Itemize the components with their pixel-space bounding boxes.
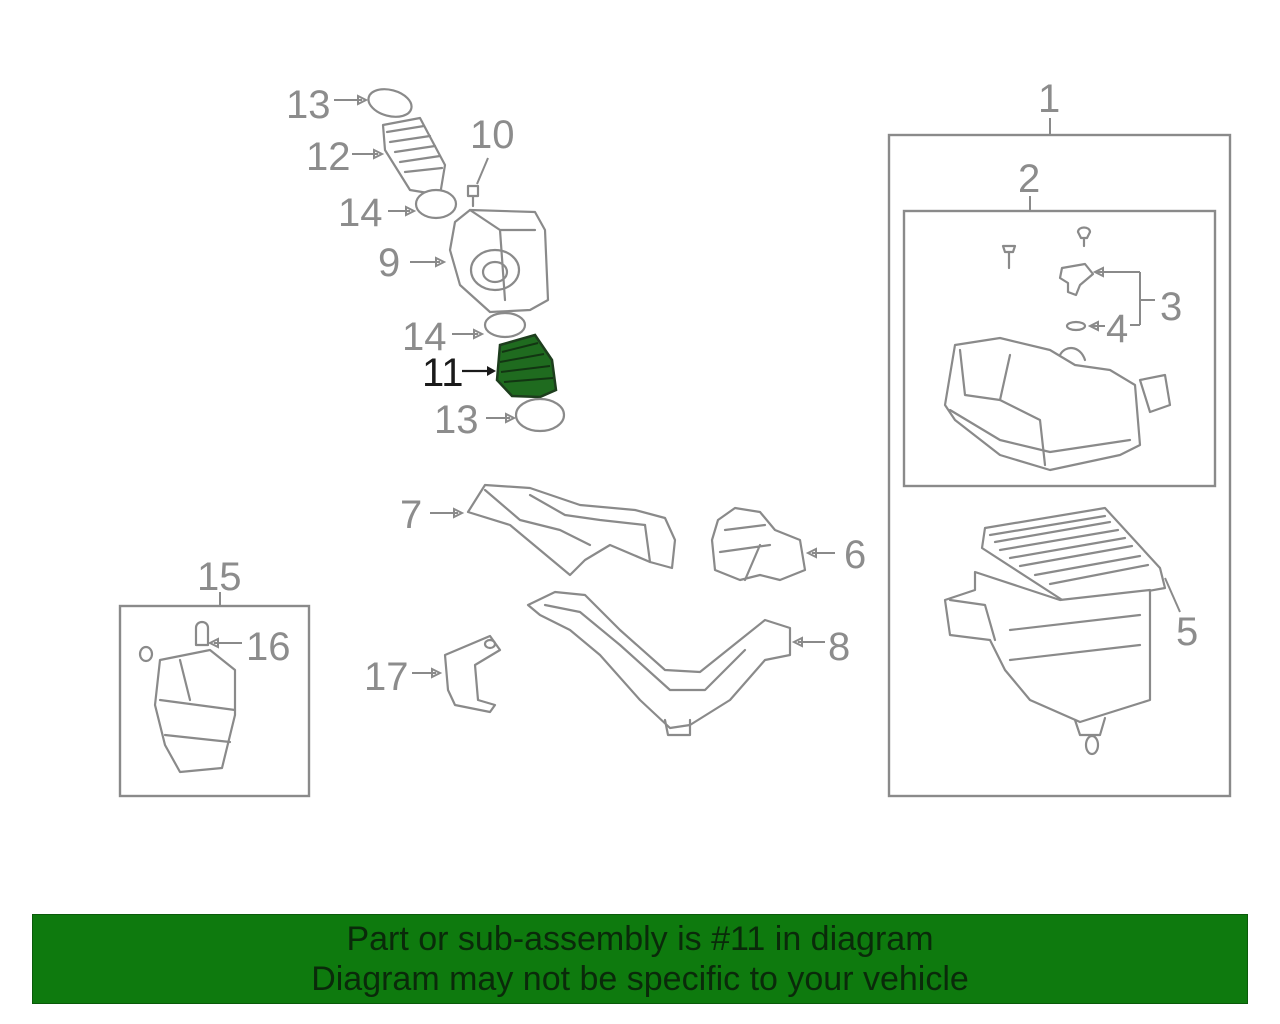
hose-clamp-14-top	[414, 188, 458, 220]
assembly-box-2	[902, 209, 1217, 488]
label-10: 10	[470, 113, 515, 157]
banner-line-1: Part or sub-assembly is #11 in diagram	[346, 920, 934, 958]
label-4: 4	[1106, 307, 1128, 351]
label-7: 7	[400, 493, 422, 537]
label-13-top: 13	[286, 83, 331, 127]
lower-duct-8	[526, 590, 792, 737]
label-17: 17	[364, 655, 409, 699]
label-16: 16	[246, 625, 291, 669]
label-5: 5	[1176, 610, 1198, 654]
bolt-part-10	[466, 184, 480, 208]
label-1: 1	[1038, 77, 1060, 121]
intake-hose-12	[381, 116, 447, 197]
highlighted-hose-11	[495, 333, 558, 399]
resonator-tank-15	[138, 645, 237, 774]
clip-part-16	[194, 620, 210, 647]
bracket-17	[443, 634, 502, 714]
label-9: 9	[378, 241, 400, 285]
hose-clamp-13-bottom	[514, 397, 566, 433]
label-8: 8	[828, 625, 850, 669]
label-3: 3	[1160, 285, 1182, 329]
label-14-top: 14	[338, 191, 383, 235]
assembly-box-15	[118, 604, 311, 798]
screw-parts	[1001, 226, 1092, 270]
label-13-bottom: 13	[434, 398, 479, 442]
hose-clamp-14-bottom	[483, 311, 527, 339]
assembly-box-1	[887, 133, 1232, 798]
valve-body-6	[710, 506, 807, 582]
label-12: 12	[306, 135, 351, 179]
air-cleaner-cap	[943, 336, 1172, 472]
air-filter-and-case	[943, 506, 1167, 756]
label-6: 6	[844, 533, 866, 577]
parts-diagram: 1 2 3 4 5 13	[118, 77, 1232, 798]
info-banner: Part or sub-assembly is #11 in diagram D…	[32, 914, 1248, 1004]
banner-line-2: Diagram may not be specific to your vehi…	[311, 960, 969, 998]
hose-clamp-13-top	[367, 88, 413, 118]
o-ring-part-4	[1065, 320, 1087, 332]
inlet-duct-7	[466, 483, 677, 577]
resonator-9	[448, 208, 550, 314]
label-15: 15	[197, 555, 242, 599]
label-14-bottom: 14	[402, 315, 447, 359]
label-11: 11	[422, 351, 464, 395]
label-2: 2	[1018, 157, 1040, 201]
sensor-part-3	[1058, 262, 1095, 297]
